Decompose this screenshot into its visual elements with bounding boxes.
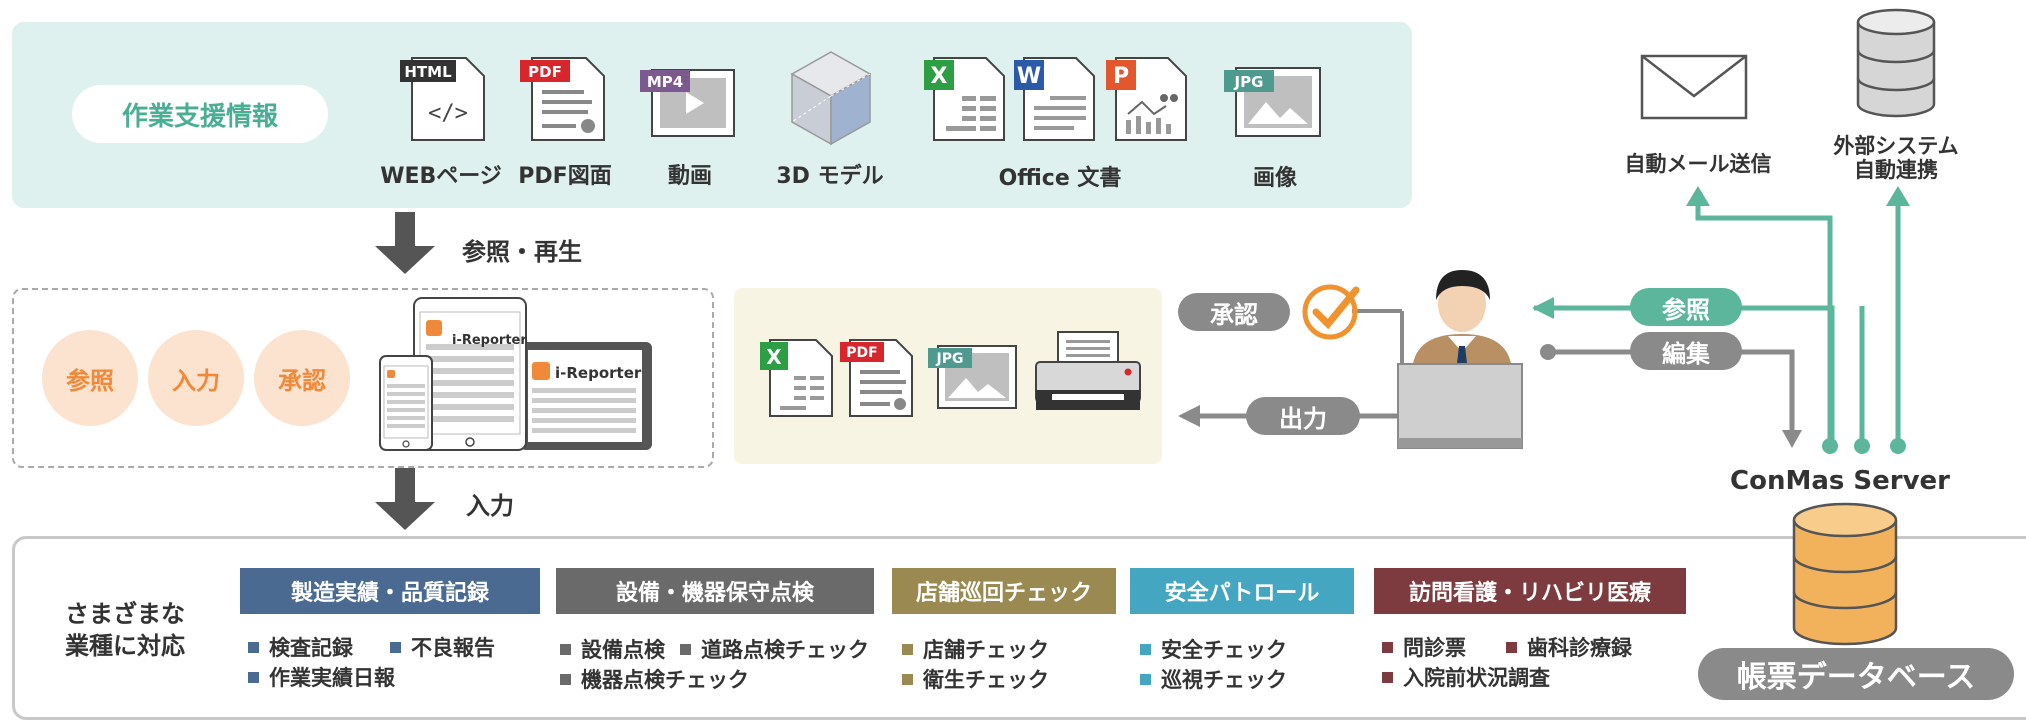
video-label: 動画 bbox=[667, 164, 712, 189]
ref-play-label: 参照・再生 bbox=[462, 238, 582, 266]
svg-text:PDF: PDF bbox=[528, 63, 562, 81]
form-database-icon bbox=[1792, 502, 1898, 646]
list-item: 巡視チェック bbox=[1140, 664, 1287, 694]
printer-icon bbox=[1035, 331, 1141, 410]
tablet-landscape-icon bbox=[520, 342, 652, 450]
output-pill: 出力 bbox=[1246, 397, 1360, 435]
list-item: 問診票 bbox=[1382, 632, 1466, 662]
jpg-output-badge: JPG bbox=[936, 351, 964, 367]
pdf-output-icon: PDF bbox=[840, 339, 913, 417]
list-item: 機器点検チェック bbox=[560, 664, 749, 694]
function-reference: 参照 bbox=[42, 330, 138, 426]
category-manufacturing: 製造実績・品質記録 bbox=[240, 568, 540, 614]
svg-text:MP4: MP4 bbox=[647, 73, 683, 91]
list-item: 歯科診療録 bbox=[1506, 632, 1632, 662]
svg-text:X: X bbox=[766, 345, 782, 369]
pdf-output-badge: PDF bbox=[846, 345, 877, 361]
svg-text:HTML: HTML bbox=[404, 63, 452, 81]
server-name: ConMas Server bbox=[1730, 466, 1950, 496]
image-label: 画像 bbox=[1252, 166, 1297, 191]
device-box bbox=[12, 288, 714, 468]
industries-intro-1: さまざまな bbox=[65, 600, 185, 628]
3d-model-label: 3D モデル bbox=[776, 164, 884, 189]
approve-pill: 承認 bbox=[1178, 293, 1290, 331]
list-item: 作業実績日報 bbox=[248, 662, 395, 692]
function-input: 入力 bbox=[148, 330, 244, 426]
word-icon: W bbox=[1014, 57, 1095, 141]
input-arrow-label: 入力 bbox=[466, 492, 514, 520]
external-system-label-1: 外部システム bbox=[1833, 134, 1959, 158]
web-page-label: WEBページ bbox=[380, 164, 502, 189]
excel-icon: X bbox=[924, 57, 1005, 141]
excel-badge: X bbox=[931, 64, 948, 89]
list-item: 入院前状況調査 bbox=[1382, 662, 1550, 692]
image-icon: JPG bbox=[1224, 67, 1321, 137]
powerpoint-icon: P bbox=[1106, 57, 1187, 141]
list-item: 検査記録 bbox=[248, 632, 353, 662]
app-name-large: i-Reporter bbox=[555, 364, 642, 382]
function-approve: 承認 bbox=[254, 330, 350, 426]
list-item: 設備点検 bbox=[560, 634, 665, 664]
mail-icon bbox=[1640, 54, 1748, 120]
list-item: 店舗チェック bbox=[902, 634, 1049, 664]
support-info-label: 作業支援情報 bbox=[72, 85, 328, 143]
svg-text:JPG: JPG bbox=[1234, 73, 1264, 91]
operator-icon bbox=[1397, 270, 1523, 449]
auto-mail-label: 自動メール送信 bbox=[1624, 152, 1772, 176]
jpg-output-icon: JPG bbox=[928, 345, 1017, 409]
external-system-label-2: 自動連携 bbox=[1854, 158, 1938, 182]
down-arrow-icon bbox=[375, 468, 435, 530]
svg-text:</>: </> bbox=[428, 101, 468, 126]
category-safety-patrol: 安全パトロール bbox=[1130, 568, 1354, 614]
category-maintenance: 設備・機器保守点検 bbox=[556, 568, 874, 614]
video-icon: MP4 bbox=[640, 69, 735, 137]
list-item: 衛生チェック bbox=[902, 664, 1049, 694]
edit-pill: 編集 bbox=[1630, 332, 1742, 370]
category-store-patrol: 店舗巡回チェック bbox=[892, 568, 1116, 614]
industries-intro-2: 業種に対応 bbox=[65, 632, 185, 660]
office-document-label: Office 文書 bbox=[998, 166, 1122, 191]
external-system-database-icon bbox=[1856, 8, 1936, 118]
3d-model-icon bbox=[790, 51, 872, 146]
form-database-pill: 帳票データベース bbox=[1698, 648, 2014, 700]
list-item: 不良報告 bbox=[390, 632, 495, 662]
excel-output-icon: X bbox=[760, 339, 833, 417]
app-name-medium: i-Reporter bbox=[452, 333, 527, 348]
down-arrow-icon bbox=[375, 212, 435, 274]
pdf-drawing-label: PDF図面 bbox=[518, 164, 612, 189]
category-home-nursing: 訪問看護・リハビリ医療 bbox=[1374, 568, 1686, 614]
svg-text:W: W bbox=[1017, 64, 1041, 89]
tablet-portrait-icon bbox=[413, 297, 527, 451]
pdf-document-icon: PDF bbox=[520, 57, 605, 141]
reference-pill: 参照 bbox=[1630, 288, 1742, 326]
smartphone-icon bbox=[379, 355, 433, 451]
check-circle-icon bbox=[1302, 284, 1360, 340]
html-document-icon: HTML </> bbox=[400, 57, 485, 141]
list-item: 安全チェック bbox=[1140, 634, 1287, 664]
svg-text:P: P bbox=[1113, 64, 1129, 89]
list-item: 道路点検チェック bbox=[680, 634, 869, 664]
